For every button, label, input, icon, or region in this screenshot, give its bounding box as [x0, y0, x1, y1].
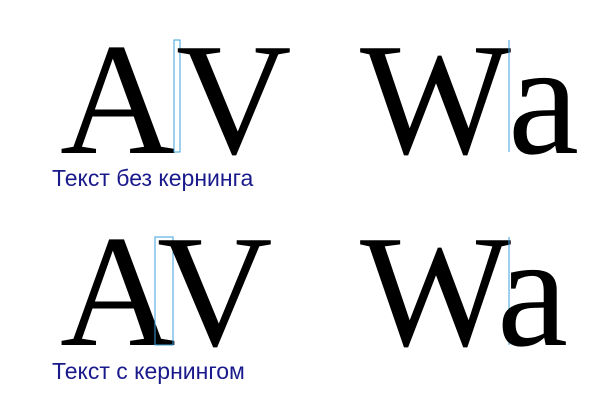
letter-w-kerned: W [360, 202, 511, 380]
caption-without-kerning: Текст без кернинга [52, 165, 253, 191]
letter-a-lower-unkerned: a [508, 10, 579, 188]
glyph-boundary-guide [173, 39, 181, 153]
row-with-kerning: A V W a Текст с кернингом [52, 202, 568, 384]
row-without-kerning: A V W a Текст без кернинга [52, 10, 579, 191]
caption-with-kerning: Текст с кернингом [52, 358, 245, 384]
letter-w-unkerned: W [360, 10, 511, 188]
letter-v-kerned: V [157, 202, 273, 380]
letter-a-kerned: A [60, 202, 176, 380]
letter-v-unkerned: V [176, 10, 292, 188]
letter-a-unkerned: A [60, 10, 176, 188]
kerning-overlap-guide [154, 236, 174, 346]
letter-a-lower-kerned: a [497, 202, 568, 380]
